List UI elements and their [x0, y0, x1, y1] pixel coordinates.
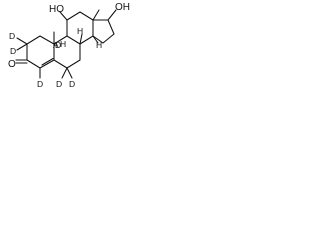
label-17-oh: OH	[115, 2, 130, 13]
bond-c4-c5-double	[41, 57, 54, 66]
label-6-d-right: D	[69, 79, 75, 89]
bond-c9-c10	[53, 35, 68, 45]
bond-c17-c16	[107, 19, 115, 35]
bond-c10-c1	[39, 35, 55, 45]
bond-c16-c15	[102, 33, 115, 44]
bond-c8-h	[79, 33, 83, 45]
bond-c6-c7	[66, 59, 81, 69]
bond-c13-methyl	[92, 9, 100, 21]
bond-c11-c12	[66, 11, 81, 21]
label-14-h: H	[96, 40, 102, 50]
bond-c1-c2	[26, 35, 41, 45]
label-4-d: D	[37, 79, 43, 89]
atom-labels: HO OH O D D D D D D H H H A	[8, 2, 130, 89]
bond-c3-c4	[26, 59, 41, 69]
label-8-h: H	[77, 26, 83, 36]
bond-c14-c8	[79, 35, 94, 45]
bond-c17-oh	[107, 9, 117, 21]
label-9-h: H	[60, 39, 66, 49]
label-9-d: D	[55, 40, 61, 50]
bond-c5-c6	[53, 59, 68, 69]
bond-c6-d-right	[66, 67, 73, 79]
bond-c2-d-lower	[16, 43, 28, 51]
label-11-ho: HO	[49, 4, 64, 15]
label-2-d-upper: D	[9, 31, 15, 41]
label-6-d-left: D	[56, 79, 62, 89]
label-9-prefix: A	[53, 40, 59, 50]
bond-c14-h	[92, 35, 99, 44]
label-2-d-lower: D	[10, 46, 16, 56]
bond-c6-d-left	[61, 67, 68, 79]
label-3-o: O	[8, 59, 16, 70]
bond-c12-c13	[79, 11, 94, 21]
bond-c15-c14	[92, 35, 104, 44]
bond-c8-c9	[66, 35, 81, 45]
steroid-structure-diagram: HO OH O D D D D D D H H H A	[0, 0, 145, 116]
substituent-bonds	[15, 9, 117, 79]
bond-c2-d-upper	[16, 37, 28, 45]
ring-bonds	[26, 11, 115, 69]
bond-c4-c5	[39, 59, 55, 69]
bond-c11-oh	[59, 11, 68, 21]
